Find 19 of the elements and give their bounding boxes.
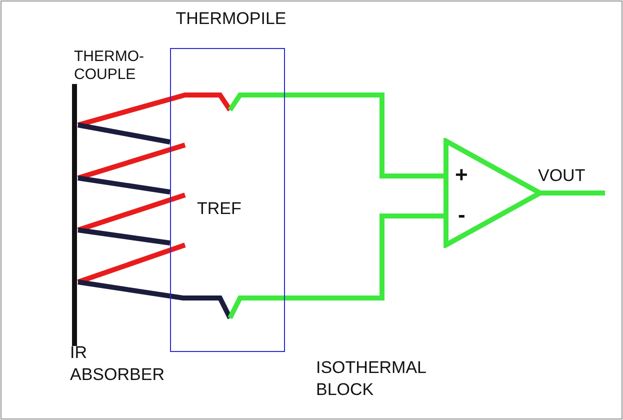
wire: [228, 214, 445, 320]
reference-temperature-label: TREF: [197, 199, 242, 219]
inverting-input-sign: -: [458, 202, 466, 228]
block-heading: THERMOPILE: [174, 9, 288, 29]
block-label: ISOTHERMAL BLOCK: [316, 357, 427, 401]
wire: [228, 92, 445, 178]
output-label: VOUT: [538, 166, 586, 186]
wire: [78, 280, 232, 320]
absorber-bar: [72, 84, 77, 346]
wire: [78, 176, 170, 194]
wire: [78, 122, 170, 144]
wire: [540, 190, 605, 196]
absorber-label: IR ABSORBER: [70, 342, 166, 386]
thermocouple-label: THERMO-COUPLE: [74, 48, 145, 84]
non-inverting-input-sign: +: [455, 162, 468, 188]
wire: [77, 192, 186, 232]
wire: [77, 242, 186, 284]
wire: [77, 92, 232, 128]
wire: [78, 228, 170, 246]
